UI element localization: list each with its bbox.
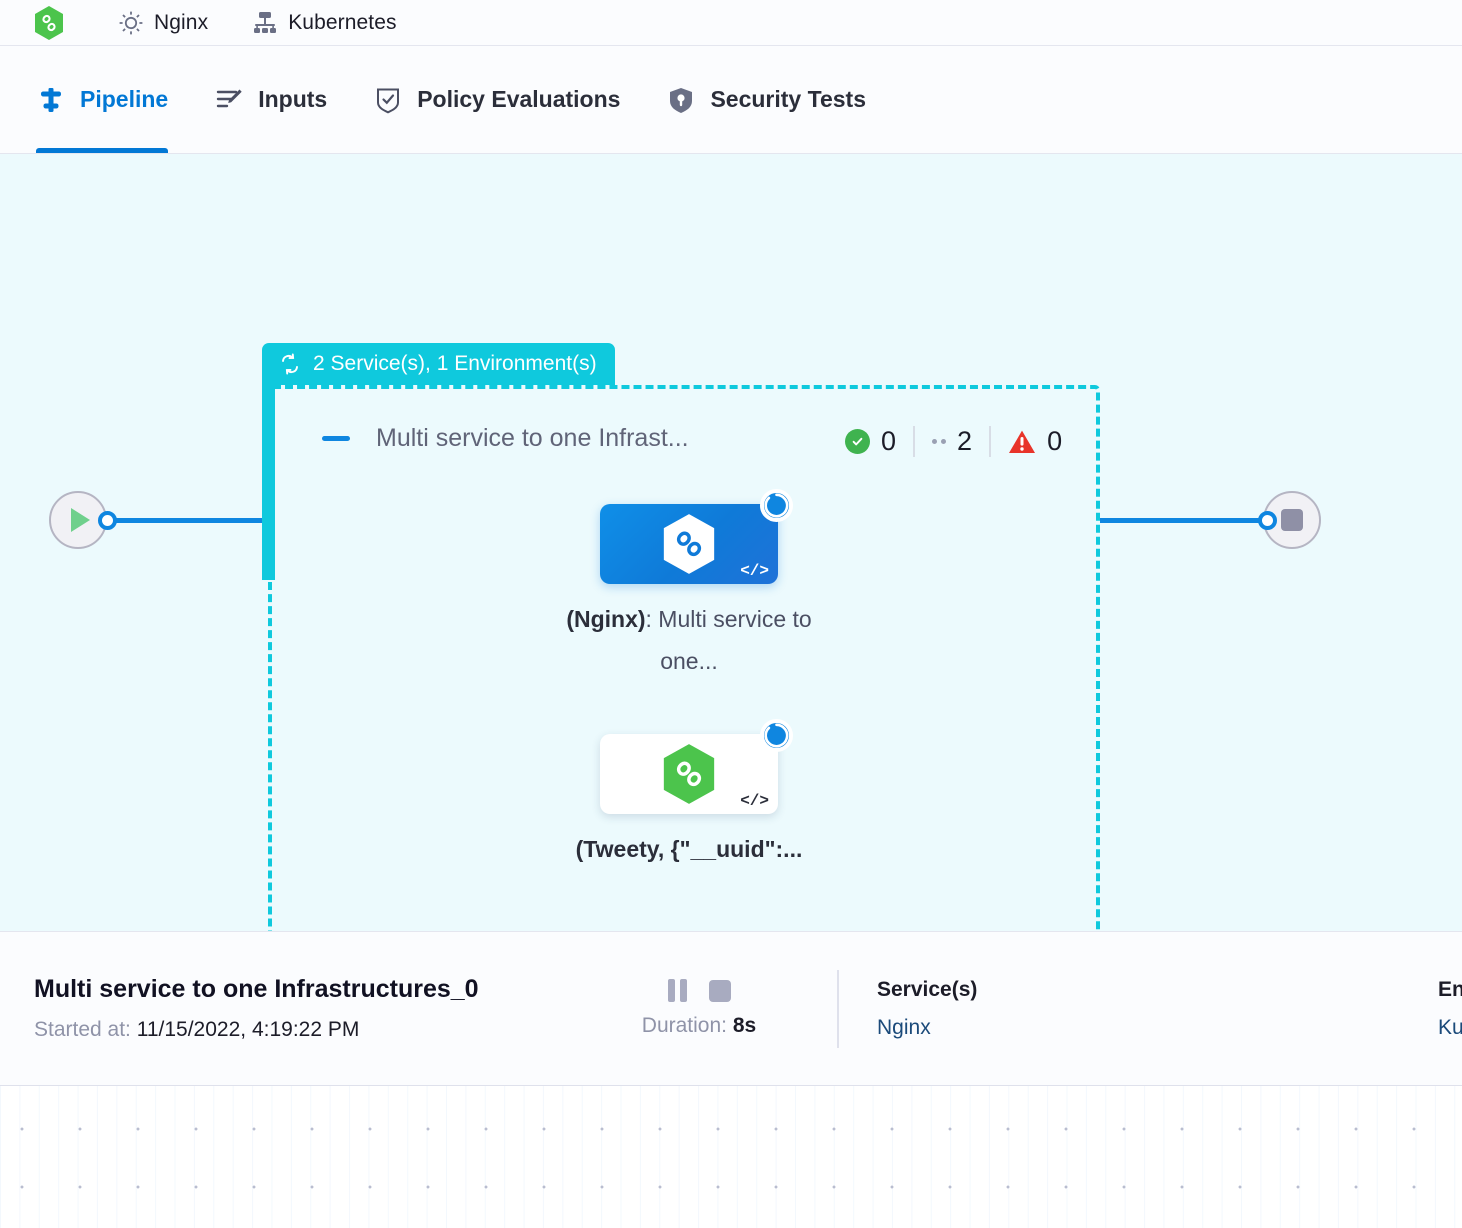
counter-value: 2 [957,426,973,456]
breadcrumb-item-environment[interactable]: Kubernetes [252,10,397,36]
code-glyph: </> [740,792,769,810]
counter-failed: 0 [989,426,1062,457]
tab-inputs[interactable]: Inputs [214,46,327,153]
code-glyph: </> [740,562,769,580]
service-hexagon-icon [663,514,715,574]
tab-security-tests[interactable]: Security Tests [666,46,866,153]
step-label: (Tweety, {"__uuid":... [564,828,814,870]
detail-duration: Duration: 8s [599,1014,799,1038]
check-circle-icon [845,429,870,454]
group-accent-spine [262,382,275,580]
execution-tabs: Pipeline Inputs Policy Evaluations [0,46,1462,154]
group-container[interactable] [268,385,1100,931]
tab-label: Security Tests [710,86,866,112]
spinner-running-icon [760,719,793,752]
step-card[interactable]: </> [600,719,793,814]
collapse-minus-icon[interactable] [322,436,350,441]
execution-detail-panel: Multi service to one Infrastructures_0 S… [0,931,1462,1086]
tab-policy-evaluations[interactable]: Policy Evaluations [373,46,620,153]
detail-started-at: Started at: 11/15/2022, 4:19:22 PM [34,1018,599,1042]
tab-label: Pipeline [80,86,169,112]
pipeline-canvas[interactable]: 2 Service(s), 1 Environment(s) Multi ser… [0,154,1462,931]
group-tab[interactable]: 2 Service(s), 1 Environment(s) [262,343,615,385]
rotate-loop-icon [282,353,298,375]
gear-icon [119,11,143,34]
duration-value: 8s [732,1014,757,1037]
harness-hexagon-icon [35,5,63,40]
detail-summary: Multi service to one Infrastructures_0 S… [34,975,599,1042]
step-label: (Nginx): Multi service to one... [564,598,814,682]
play-icon [71,508,90,532]
group-header[interactable]: Multi service to one Infrast... [322,424,689,453]
security-shield-icon [670,87,693,113]
dotted-grid-background [0,1086,1462,1228]
infrastructure-icon [254,11,277,33]
detail-title: Multi service to one Infrastructures_0 [34,975,479,1003]
inputs-icon [217,89,242,107]
pause-icon[interactable] [667,979,687,1002]
end-node-port[interactable] [1258,511,1277,530]
breadcrumb: Nginx Kubernetes [0,0,1462,46]
step-node-nginx[interactable]: </> (Nginx): Multi service to one... [566,489,814,682]
stop-icon [1281,509,1303,531]
step-label-bold: (Nginx) [566,606,646,632]
counter-success: 0 [845,426,913,457]
stop-icon[interactable] [708,980,731,1002]
breadcrumb-item-label: Kubernetes [288,10,397,34]
detail-services-title: Service(s) [877,977,978,1001]
tab-pipeline[interactable]: Pipeline [36,46,169,153]
step-card[interactable]: </> [600,489,793,584]
spinner-running-icon [760,489,793,522]
step-label-bold: (Tweety, {"__uuid":... [575,836,803,862]
group-status-counters: 0 2 0 [845,426,1062,457]
detail-environments-value[interactable]: Kubernetes [1437,1015,1462,1039]
detail-environments-title: Environment(s) [1437,977,1462,1001]
transport-controls [599,979,799,1002]
breadcrumb-item-label: Nginx [154,10,209,34]
detail-started-label: Started at: [34,1018,131,1041]
dots-icon [932,439,947,444]
breadcrumb-item-service[interactable]: Nginx [118,10,208,36]
group-title: Multi service to one Infrast... [376,424,689,452]
detail-duration-block: Duration: 8s [599,979,799,1038]
step-label-rest: : Multi service to one... [645,606,812,674]
tab-label: Inputs [258,86,328,112]
counter-value: 0 [1047,426,1063,456]
detail-services-value[interactable]: Nginx [877,1015,931,1039]
group-tab-label: 2 Service(s), 1 Environment(s) [313,352,597,375]
duration-label: Duration: [641,1014,727,1037]
edge-start-to-group [110,518,263,523]
edge-group-to-end [1100,518,1265,523]
policy-shield-check-icon [377,88,400,113]
step-node-tweety[interactable]: </> (Tweety, {"__uuid":... [576,719,814,870]
counter-running: 2 [913,426,989,457]
start-node-port[interactable] [98,511,117,530]
detail-environments: Environment(s) Kubernetes [1438,978,1462,1040]
tab-label: Policy Evaluations [417,86,621,112]
detail-started-value: 11/15/2022, 4:19:22 PM [136,1018,360,1041]
warning-triangle-icon [1009,430,1036,453]
pipeline-icon [41,87,61,112]
service-hexagon-icon [663,744,715,804]
breadcrumb-item-project[interactable] [34,5,74,40]
detail-services: Service(s) Nginx [877,978,977,1040]
detail-divider [837,969,839,1048]
counter-value: 0 [881,426,897,456]
